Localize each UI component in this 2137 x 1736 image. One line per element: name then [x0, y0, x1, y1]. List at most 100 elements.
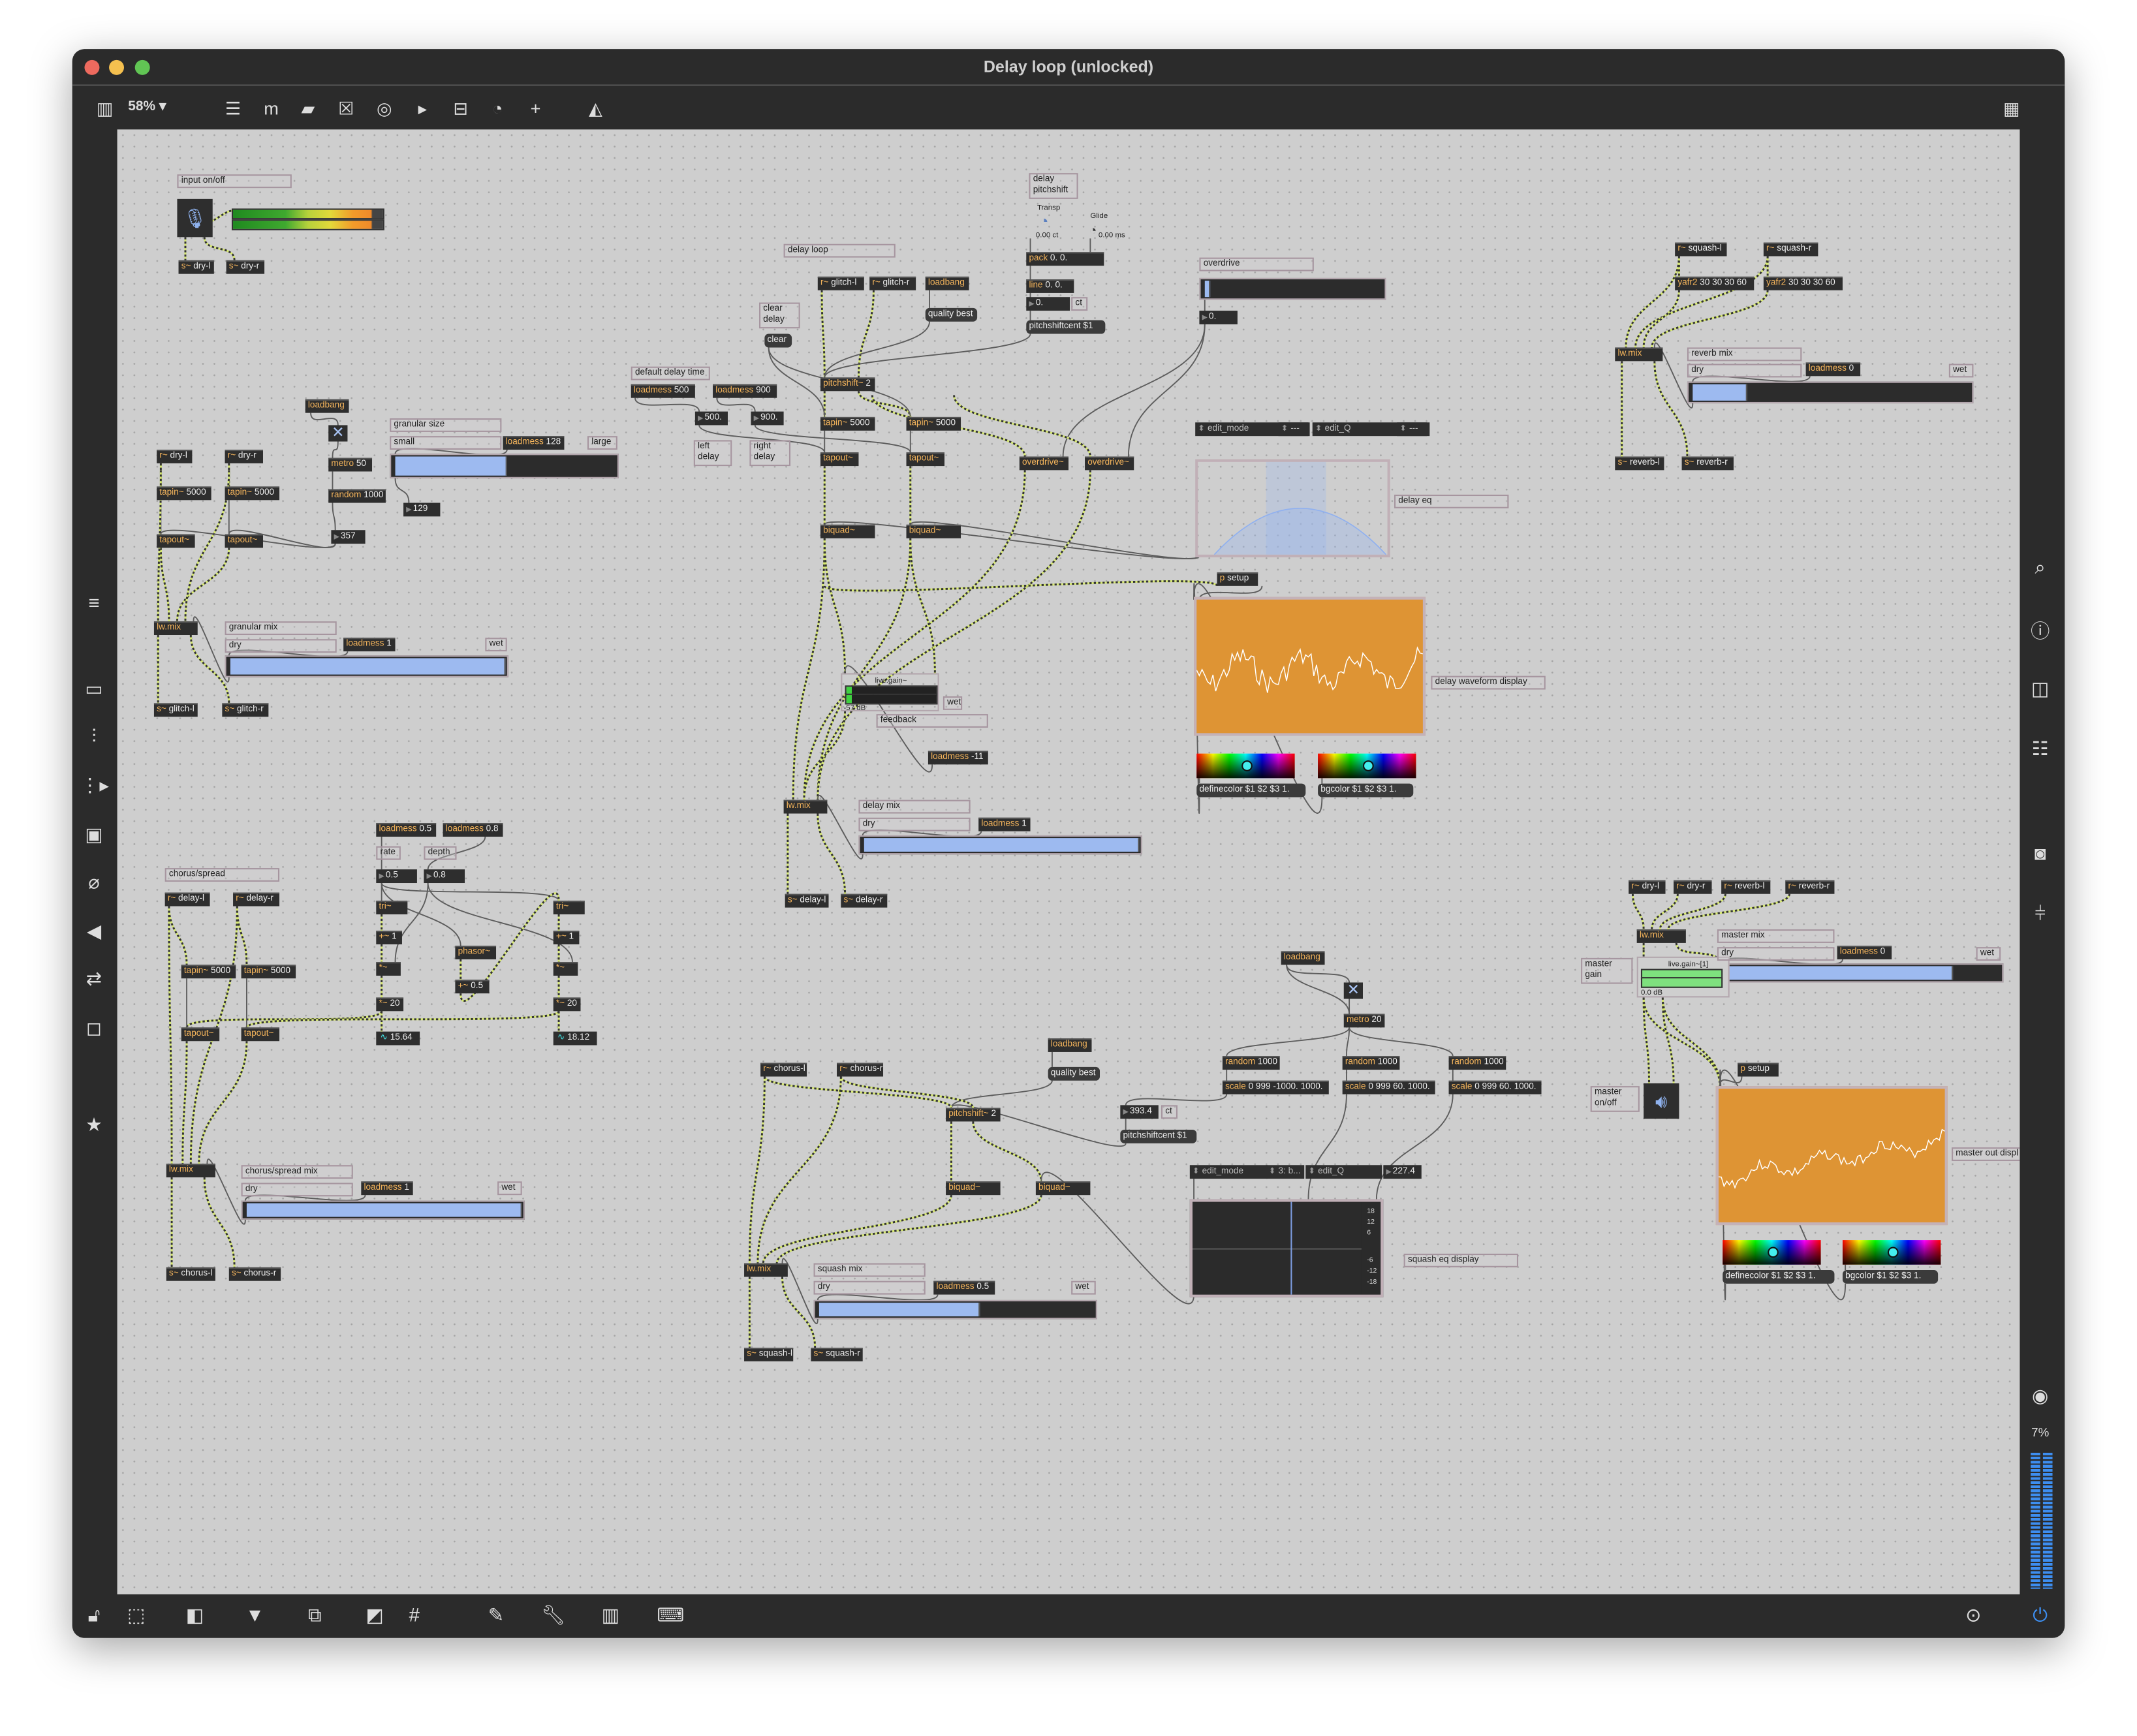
- info-icon[interactable]: ⓘ: [2031, 620, 2050, 642]
- edit-mode-menu[interactable]: edit_mode: [1189, 1165, 1268, 1179]
- control-cord[interactable]: [1375, 1094, 1454, 1200]
- layers-icon[interactable]: ⧉: [307, 1604, 322, 1626]
- signal-cord[interactable]: [762, 1194, 952, 1263]
- signal-cord[interactable]: [159, 548, 170, 622]
- control-cord[interactable]: [1286, 965, 1350, 983]
- sequence-icon[interactable]: ⋮▸: [80, 773, 110, 796]
- signal-cord[interactable]: [1661, 997, 1675, 1083]
- toggle-squash[interactable]: ✕: [1343, 982, 1363, 999]
- swatch-handle[interactable]: [1887, 1247, 1899, 1258]
- zoom-window-button[interactable]: [134, 59, 150, 75]
- plug-icon[interactable]: ◀: [86, 920, 102, 942]
- control-cord[interactable]: [634, 397, 700, 412]
- loop-icon[interactable]: ⇄: [86, 967, 102, 989]
- signal-cord[interactable]: [236, 906, 248, 965]
- control-cord[interactable]: [206, 1158, 246, 1225]
- adc-mic-button[interactable]: 🎙︎: [177, 198, 213, 238]
- signal-cord[interactable]: [185, 1010, 383, 1029]
- audio-icon[interactable]: ⫶: [91, 724, 97, 747]
- control-cord[interactable]: [394, 883, 429, 963]
- number-depth[interactable]: 0.8: [424, 869, 465, 884]
- msg-definecolor[interactable]: definecolor $1 $2 $3 1.: [1196, 783, 1306, 798]
- control-cord[interactable]: [950, 1080, 1053, 1108]
- object-box-icon[interactable]: ☰: [225, 98, 242, 119]
- play-circle-icon[interactable]: ⊙: [1965, 1604, 1982, 1626]
- comment-bubble-icon[interactable]: ▼: [245, 1604, 264, 1626]
- overdrive-slider[interactable]: [1199, 277, 1386, 300]
- control-cord[interactable]: [754, 425, 911, 453]
- granular-size-slider[interactable]: [390, 454, 619, 478]
- wrench-icon[interactable]: 🔧︎: [541, 1604, 566, 1626]
- control-cord[interactable]: [1226, 1027, 1350, 1057]
- control-cord[interactable]: [1040, 1171, 1195, 1305]
- delay-color-swatch[interactable]: [1196, 753, 1295, 779]
- toggle-icon[interactable]: ☒: [338, 98, 354, 119]
- msg-quality-best[interactable]: quality best: [1048, 1066, 1100, 1081]
- close-button[interactable]: [84, 59, 100, 75]
- signal-cord[interactable]: [1667, 893, 1791, 930]
- sidebar-toggle-icon[interactable]: ▥: [96, 98, 114, 119]
- slider-icon[interactable]: ⊟: [453, 98, 469, 119]
- control-cord[interactable]: [394, 478, 410, 503]
- split-view-icon[interactable]: ◫: [2031, 677, 2050, 700]
- dial-icon[interactable]: ◔: [491, 98, 503, 119]
- signal-cord[interactable]: [1659, 893, 1726, 930]
- control-cord[interactable]: [1062, 324, 1206, 457]
- signal-cord[interactable]: [1642, 997, 1650, 1083]
- signal-cord[interactable]: [1653, 361, 1689, 457]
- edit-q-value[interactable]: ---: [1397, 422, 1427, 437]
- piano-icon[interactable]: ▥: [601, 1604, 620, 1626]
- control-cord[interactable]: [228, 529, 336, 548]
- control-cord[interactable]: [909, 521, 1200, 559]
- control-cord[interactable]: [1127, 324, 1206, 457]
- list-icon[interactable]: ☷: [2031, 737, 2049, 760]
- camera-icon[interactable]: ◙: [2034, 842, 2046, 864]
- msg-definecolor[interactable]: definecolor $1 $2 $3 1.: [1723, 1270, 1835, 1284]
- delay-eq-filtergraph[interactable]: [1195, 459, 1390, 557]
- control-cord[interactable]: [1719, 1076, 1743, 1087]
- number-left-delay[interactable]: 500.: [694, 411, 728, 426]
- control-cord[interactable]: [1307, 1094, 1347, 1200]
- swatch-handle[interactable]: [1768, 1247, 1779, 1258]
- control-cord[interactable]: [1125, 1094, 1228, 1106]
- signal-cord[interactable]: [203, 237, 236, 261]
- number-q[interactable]: 227.4: [1383, 1165, 1422, 1179]
- add-object-icon[interactable]: +: [530, 98, 541, 119]
- edit-q-menu[interactable]: edit_Q: [1305, 1165, 1382, 1179]
- msg-bgcolor[interactable]: bgcolor $1 $2 $3 1.: [1318, 783, 1414, 798]
- paperclip-icon[interactable]: ⌀: [88, 871, 100, 893]
- signal-cord[interactable]: [1661, 997, 1721, 1087]
- paint-bucket-icon[interactable]: ◭: [589, 98, 602, 119]
- msg-pitchshiftcent[interactable]: pitchshiftcent $1: [1120, 1129, 1197, 1143]
- number-cents[interactable]: 393.4: [1120, 1105, 1159, 1119]
- control-cord[interactable]: [950, 1104, 1127, 1147]
- comment-icon[interactable]: ▰: [301, 98, 315, 119]
- swatch-handle[interactable]: [1363, 760, 1374, 771]
- control-cord[interactable]: [698, 425, 826, 453]
- control-cord[interactable]: [817, 794, 864, 860]
- reverb-mix-slider[interactable]: [1687, 381, 1974, 404]
- msg-pitchshiftcent[interactable]: pitchshiftcent $1: [1026, 320, 1106, 334]
- control-cord[interactable]: [781, 1258, 819, 1325]
- control-cord[interactable]: [844, 665, 933, 773]
- number-rate[interactable]: 0.5: [376, 869, 417, 884]
- image-icon[interactable]: ▣: [85, 823, 103, 845]
- control-cord[interactable]: [716, 397, 756, 412]
- signal-cord[interactable]: [803, 470, 1026, 800]
- frame-icon[interactable]: ◻: [86, 1016, 102, 1039]
- master-bgcolor-swatch[interactable]: [1842, 1240, 1941, 1265]
- number-granular-size[interactable]: 129: [403, 503, 441, 517]
- signal-cord[interactable]: [748, 1076, 766, 1263]
- control-cord[interactable]: [193, 616, 230, 683]
- number-right-delay[interactable]: 900.: [751, 411, 784, 426]
- signal-cord[interactable]: [176, 548, 230, 622]
- control-cord[interactable]: [824, 321, 930, 378]
- msg-bgcolor[interactable]: bgcolor $1 $2 $3 1.: [1842, 1270, 1939, 1284]
- msg-quality-best[interactable]: quality best: [925, 307, 978, 322]
- edit-mode-value[interactable]: 3: b...: [1266, 1165, 1305, 1179]
- msg-clear[interactable]: clear: [764, 333, 792, 348]
- control-cord[interactable]: [1346, 1027, 1350, 1057]
- master-mix-slider[interactable]: [1717, 963, 2004, 983]
- chorus-mix-slider[interactable]: [241, 1200, 525, 1220]
